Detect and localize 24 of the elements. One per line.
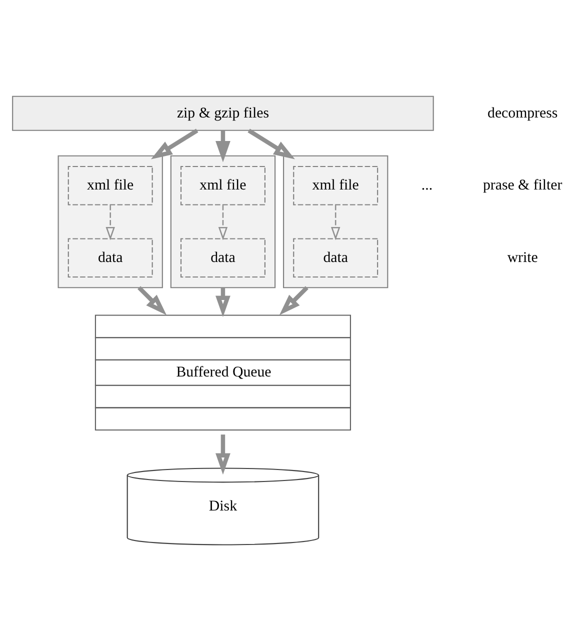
arrow [216,434,230,475]
label: prase & filter [482,178,562,194]
arrow [248,128,295,160]
node-box: zip & gzip files [12,96,434,131]
label: decompress [488,105,558,122]
cluster [283,155,388,288]
label: ... [421,178,433,194]
arrow [330,205,340,240]
arrow [216,288,230,318]
arrow [218,205,228,240]
node-box: data [68,238,153,278]
arrow [279,286,308,316]
node-box: xml file [293,166,378,206]
arrow [150,128,198,160]
cluster [170,155,276,288]
arrow [106,205,115,240]
node-box: xml file [180,166,266,206]
arrow [216,130,230,162]
node-box: xml file [68,166,153,206]
cluster [58,155,163,288]
label: write [507,250,538,266]
arrow [138,286,167,316]
node-box: data [180,238,266,278]
node-box: data [293,238,378,278]
